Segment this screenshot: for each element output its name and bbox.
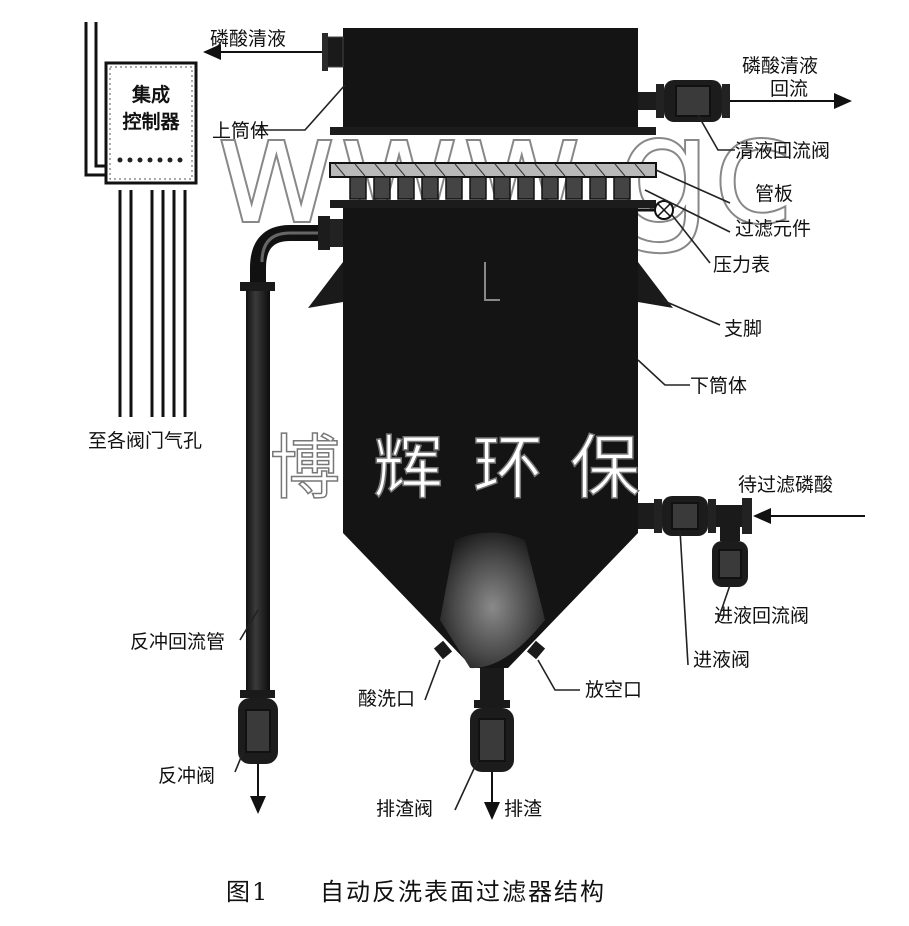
label-clear-return-valve: 清液回流阀 [735, 140, 830, 162]
controller-label-line1: 集成 [131, 83, 170, 106]
label-feed-return-valve: 进液回流阀 [714, 605, 809, 627]
upper-shell [322, 28, 656, 135]
cone-bottom [343, 532, 638, 700]
label-phosphoric-clear-out: 磷酸清液 [210, 28, 286, 50]
label-feed-phosphoric: 待过滤磷酸 [738, 474, 833, 496]
label-acid-wash-port: 酸洗口 [358, 688, 415, 710]
label-to-valve-air-holes: 至各阀门气孔 [88, 430, 202, 452]
label-filter-element: 过滤元件 [735, 218, 811, 240]
controller-label-line2: 控制器 [122, 110, 180, 133]
tube-plate [329, 162, 657, 178]
integrated-controller: 集成 控制器 [104, 61, 198, 185]
pressure-gauge [638, 200, 674, 220]
clear-return-valve [638, 80, 730, 122]
label-return: 回流 [770, 78, 808, 100]
svg-text:保: 保 [570, 427, 640, 509]
label-phosphoric-clear-return: 磷酸清液 [742, 55, 818, 77]
label-backflush-valve: 反冲阀 [158, 765, 215, 787]
caption-figure-number: 图1 [226, 878, 269, 906]
lower-shell [308, 200, 673, 533]
label-support-leg: 支脚 [724, 318, 762, 340]
caption-title: 自动反洗表面过滤器结构 [320, 878, 606, 906]
svg-text:辉: 辉 [373, 427, 443, 509]
feed-inlet-assembly [638, 496, 752, 587]
label-slag-discharge: 排渣 [504, 798, 542, 820]
label-lower-shell: 下筒体 [690, 375, 747, 397]
label-pressure-gauge: 压力表 [713, 254, 770, 276]
label-upper-shell: 上筒体 [212, 120, 269, 142]
controller-indicator-row [117, 157, 183, 163]
backflush-valve [238, 698, 278, 814]
leader-lines [234, 84, 735, 811]
slag-valve [470, 700, 514, 820]
label-vent-port: 放空口 [585, 679, 642, 701]
figure-caption: 图1 自动反洗表面过滤器结构 [226, 878, 606, 906]
filter-elements [349, 176, 631, 200]
watermark-chinese: 博 辉 环 保 [269, 426, 641, 510]
label-feed-valve: 进液阀 [693, 649, 750, 671]
label-backflush-return-pipe: 反冲回流管 [130, 631, 225, 653]
svg-text:博: 博 [270, 427, 340, 509]
air-lines [84, 22, 187, 417]
label-tube-plate: 管板 [755, 183, 793, 205]
label-slag-valve: 排渣阀 [376, 798, 433, 820]
svg-text:环: 环 [473, 427, 543, 509]
